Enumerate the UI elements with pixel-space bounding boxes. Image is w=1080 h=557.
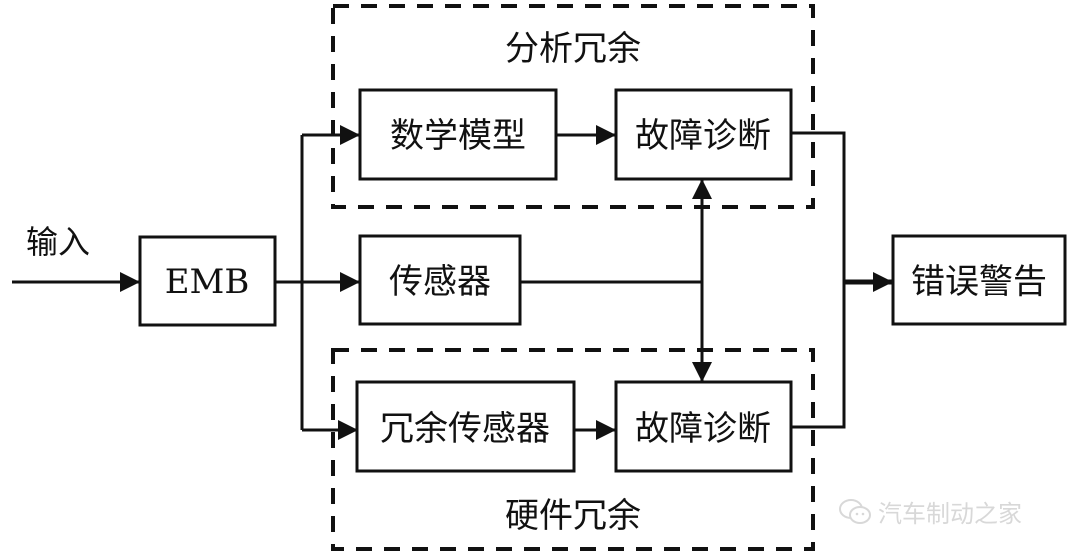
hardware-redundancy-group bbox=[331, 348, 815, 551]
watermark-text: 汽车制动之家 bbox=[878, 500, 1022, 528]
redundant-sensor-label: 冗余传感器 bbox=[380, 409, 550, 449]
sensor-label: 传感器 bbox=[389, 262, 491, 302]
watermark: 汽车制动之家 bbox=[838, 494, 1022, 529]
diag-top-output-line bbox=[791, 131, 846, 282]
emb-label: EMB bbox=[165, 262, 250, 302]
redundant-sensor-block: 冗余传感器 bbox=[355, 380, 576, 473]
input-label: 输入 bbox=[26, 223, 90, 261]
sensor-block: 传感器 bbox=[358, 234, 522, 326]
hardware-redundancy-label: 硬件冗余 bbox=[505, 496, 641, 536]
fault-diagnosis-top-label: 故障诊断 bbox=[635, 116, 771, 156]
emb-block: EMB bbox=[138, 235, 277, 327]
math-model-label: 数学模型 bbox=[390, 116, 526, 156]
fault-diagnosis-top-block: 故障诊断 bbox=[614, 88, 793, 181]
diag-bottom-output-line bbox=[791, 282, 846, 429]
error-warning-label: 错误警告 bbox=[911, 262, 1047, 302]
fault-diagnosis-bottom-label: 故障诊断 bbox=[635, 409, 771, 449]
analytical-redundancy-group bbox=[331, 4, 815, 209]
fault-diagnosis-bottom-block: 故障诊断 bbox=[614, 380, 793, 473]
error-warning-block: 错误警告 bbox=[891, 234, 1067, 326]
math-model-block: 数学模型 bbox=[358, 88, 558, 181]
wechat-icon bbox=[839, 498, 871, 524]
analytical-redundancy-label: 分析冗余 bbox=[505, 29, 641, 69]
